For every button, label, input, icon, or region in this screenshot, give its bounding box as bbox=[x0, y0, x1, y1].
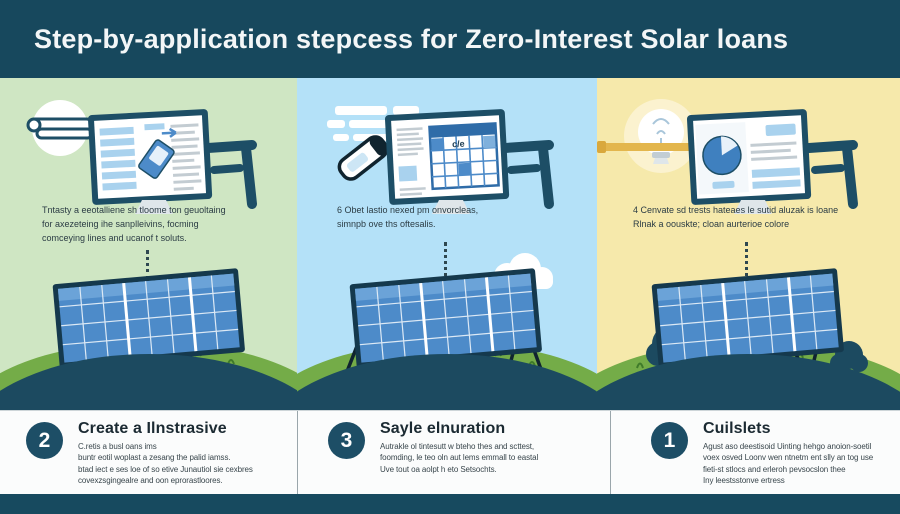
card-heading: Sayle elnuration bbox=[380, 420, 506, 437]
navy-hill bbox=[0, 354, 297, 410]
card-body: Agust aso deestisoid Uinting hehgo anoio… bbox=[703, 442, 874, 486]
card-guides: 1 Cuilslets Agust aso deestisoid Uinting… bbox=[610, 411, 900, 494]
step-caption: 4 Cenvate sd trests hateaes le sutid alu… bbox=[633, 205, 839, 229]
card-style: 3 Sayle elnuration Autrakle ol tintesutt… bbox=[297, 411, 610, 494]
card-body: Autrakle ol tintesutt w bteho thes and s… bbox=[380, 442, 539, 474]
calendar-glyphs: c/e bbox=[452, 139, 465, 150]
text-lines bbox=[750, 141, 798, 161]
dotted-line bbox=[444, 242, 447, 308]
monitor-icon bbox=[87, 109, 213, 205]
document-blocks bbox=[99, 123, 165, 191]
header: Step-by-application stepcess for Zero-In… bbox=[0, 0, 900, 78]
monitor-icon bbox=[686, 109, 812, 205]
step-caption: 6 Obet lastio nexed pm onvorcleas, simnp… bbox=[337, 205, 479, 229]
desk-scene-yellow bbox=[597, 99, 858, 214]
thumbnail bbox=[398, 165, 418, 182]
desk-scene-blue: c/e bbox=[327, 106, 554, 214]
solar-scene-yellow bbox=[597, 268, 900, 410]
solar-scene-blue bbox=[297, 253, 597, 410]
chair-icon bbox=[203, 140, 257, 209]
card-heading: Cuilslets bbox=[703, 420, 771, 437]
card-create: 2 Create a Ilnstrasive C.retis a busl oa… bbox=[0, 411, 297, 494]
navy-hill bbox=[597, 354, 900, 410]
calendar-icon: c/e bbox=[428, 122, 500, 191]
page-title: Step-by-application stepcess for Zero-In… bbox=[34, 23, 789, 54]
dotted-line bbox=[145, 250, 149, 280]
monitor-stand bbox=[734, 200, 772, 214]
footer-bar bbox=[0, 494, 900, 514]
step-number-badge: 3 bbox=[328, 422, 365, 459]
pen-icon bbox=[26, 100, 94, 156]
navy-hill bbox=[297, 354, 597, 410]
step-number-badge: 2 bbox=[26, 422, 63, 459]
chair-icon bbox=[804, 140, 858, 209]
lightbulb-icon bbox=[597, 99, 731, 173]
signature-pen-icon bbox=[138, 139, 175, 179]
step-panel-blue: c/e 6 Obet lastio nexed pm onvorcleas, s… bbox=[297, 78, 597, 410]
step-number-badge: 1 bbox=[651, 422, 688, 459]
dotted-line bbox=[745, 242, 749, 308]
text-lines bbox=[170, 123, 202, 191]
step-panel-green: Tntasty a eeotalliene sh tloome ton geuo… bbox=[0, 78, 297, 410]
monitor-stand bbox=[432, 200, 470, 214]
solar-panel bbox=[52, 268, 245, 403]
card-heading: Create a Ilnstrasive bbox=[78, 420, 227, 437]
step-panels: Tntasty a eeotalliene sh tloome ton geuo… bbox=[0, 78, 900, 410]
monitor-stand bbox=[135, 200, 173, 214]
monitor-icon: c/e bbox=[384, 109, 510, 205]
step-caption: Tntasty a eeotalliene sh tloome ton geuo… bbox=[42, 205, 226, 243]
card-body: C.retis a busl oans ims buntr eotil wopl… bbox=[78, 442, 253, 486]
header-chip bbox=[765, 123, 796, 136]
step-panel-yellow: 4 Cenvate sd trests hateaes le sutid alu… bbox=[597, 78, 900, 410]
arrow-icon bbox=[161, 127, 177, 138]
phone-icon bbox=[337, 135, 389, 181]
step-cards: 2 Create a Ilnstrasive C.retis a busl oa… bbox=[0, 410, 900, 494]
text-lines bbox=[396, 127, 426, 197]
pie-chart-icon bbox=[702, 135, 742, 176]
desk-scene-green bbox=[26, 100, 257, 214]
chair-icon bbox=[500, 140, 554, 209]
solar-scene-green bbox=[0, 268, 297, 410]
